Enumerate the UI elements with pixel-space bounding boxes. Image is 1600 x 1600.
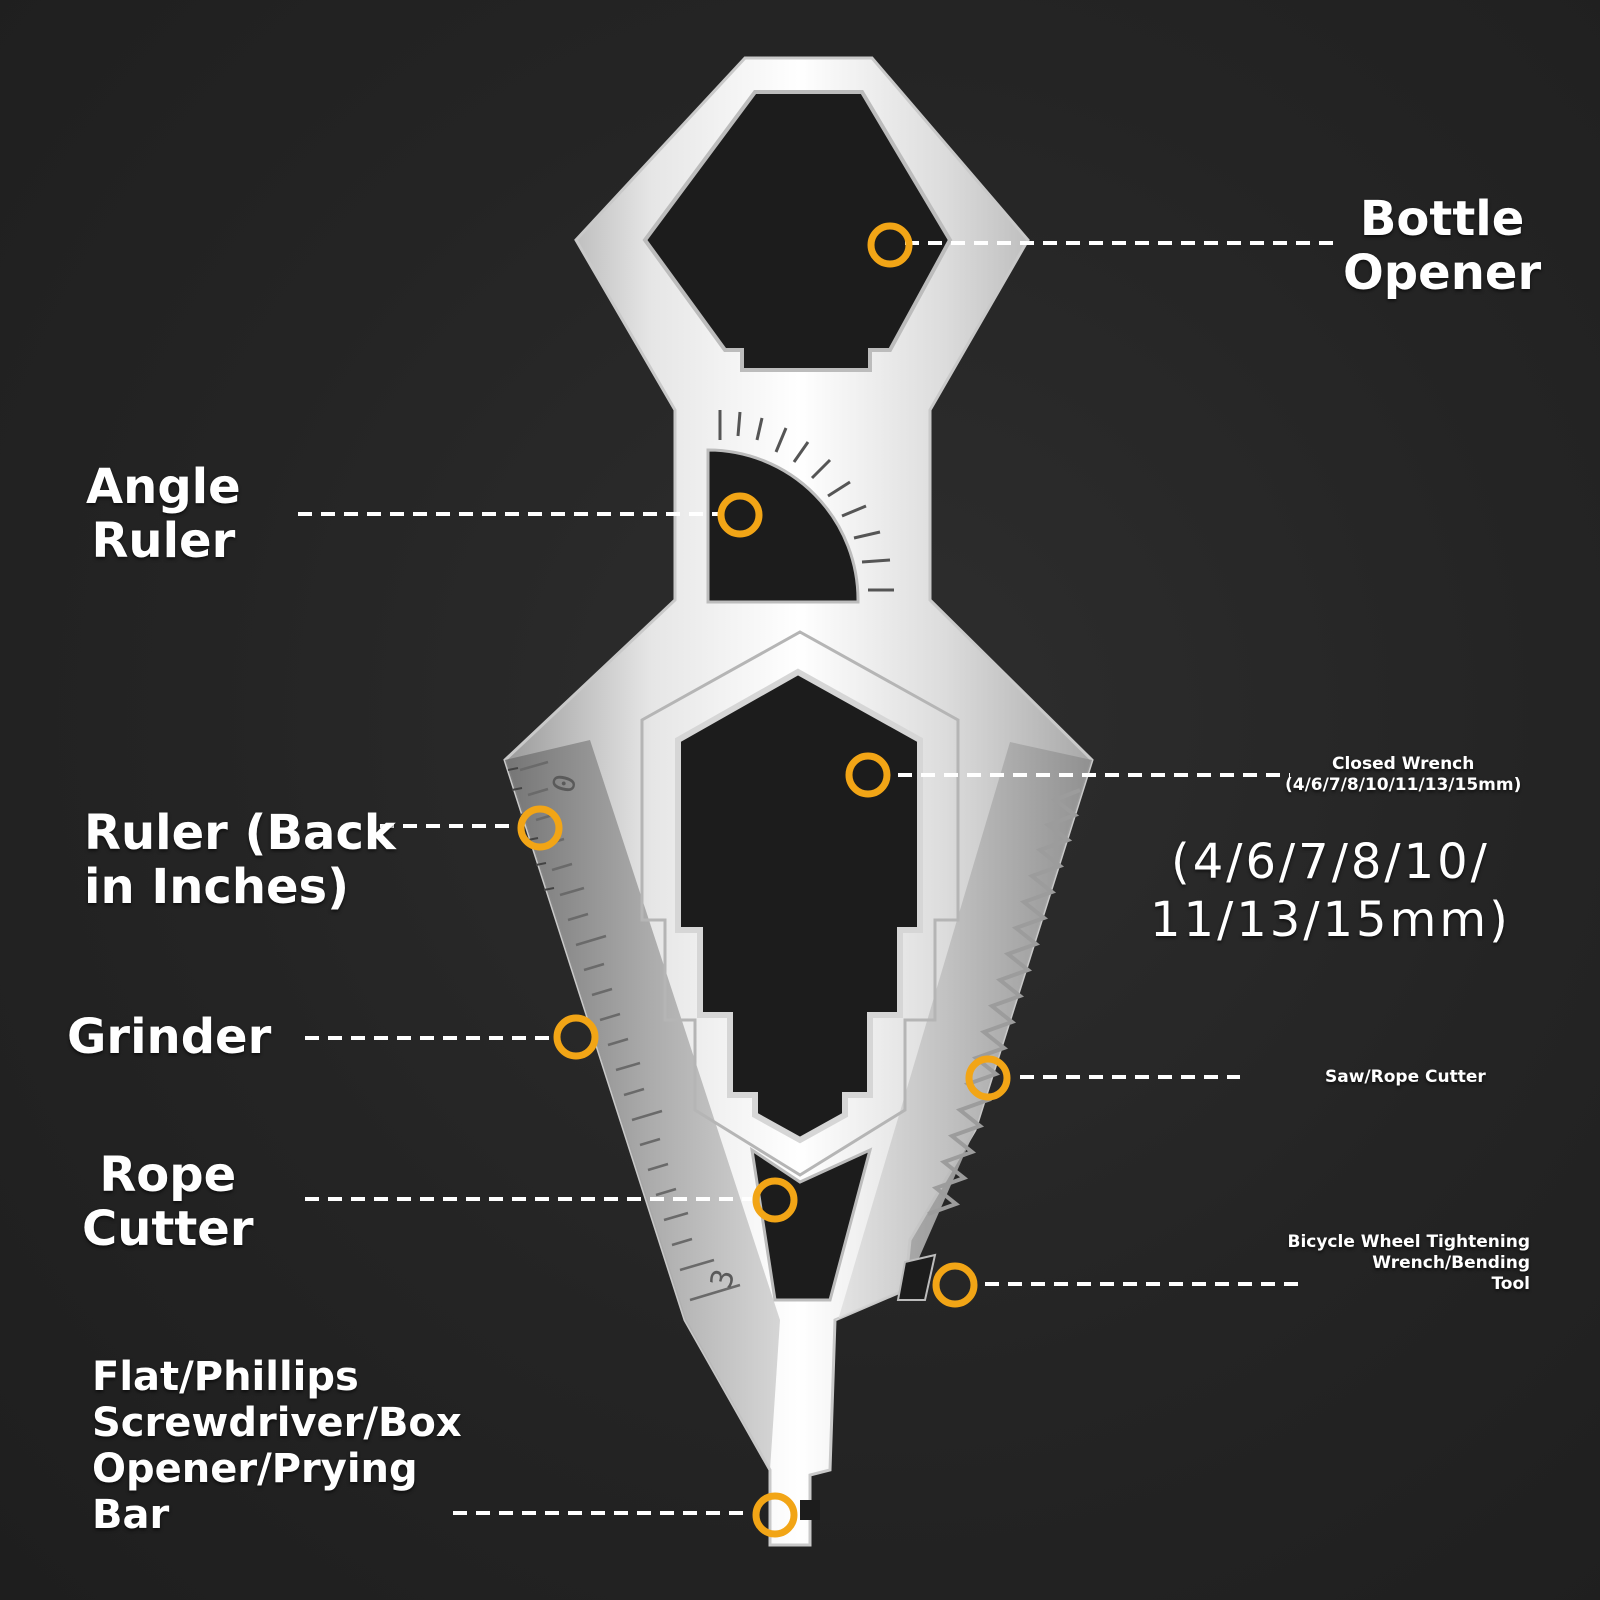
left-blade-bevel xyxy=(505,740,780,1470)
angle-ruler-ticks xyxy=(718,410,894,592)
label-bottle-opener: Bottle Opener xyxy=(1343,191,1542,301)
marker-saw xyxy=(965,1055,1011,1101)
closed-wrench-frame xyxy=(640,630,960,1177)
label-saw-rope-cutter: Saw/Rope Cutter xyxy=(1325,1067,1486,1087)
label-angle-ruler: Angle Ruler xyxy=(86,459,241,569)
label-ruler: Ruler (Back in Inches) xyxy=(84,805,396,915)
marker-bottle-opener xyxy=(867,222,913,268)
marker-angle-ruler xyxy=(717,492,763,538)
marker-bicycle-wrench xyxy=(932,1262,978,1308)
marker-closed-wrench xyxy=(845,752,891,798)
marker-screwdriver xyxy=(752,1492,798,1538)
bottle-opener-hole xyxy=(642,90,953,372)
label-closed-wrench: Closed Wrench (4/6/7/8/10/11/13/15mm) xyxy=(1285,754,1522,795)
label-rope-cutter: Rope Cutter xyxy=(82,1147,254,1257)
right-blade-bevel xyxy=(835,742,1092,1320)
saw-teeth xyxy=(927,788,1081,1216)
rope-cutter-slot xyxy=(750,1146,873,1302)
bicycle-wrench-notch xyxy=(896,1253,937,1301)
marker-ruler xyxy=(517,805,563,851)
label-bicycle-wrench: Bicycle Wheel Tightening Wrench/Bending … xyxy=(1287,1232,1530,1294)
leader-lines xyxy=(298,241,1335,1515)
feature-markers xyxy=(517,222,1011,1538)
marker-grinder xyxy=(553,1014,599,1060)
label-screwdriver: Flat/Phillips Screwdriver/Box Opener/Pry… xyxy=(92,1354,462,1538)
angle-ruler-window xyxy=(706,448,860,604)
label-grinder: Grinder xyxy=(67,1009,272,1065)
screwdriver-notch xyxy=(800,1500,820,1520)
marker-rope-cutter xyxy=(752,1177,798,1223)
label-wrench-sizes: (4/6/7/8/10/ 11/13/15mm) xyxy=(1150,834,1511,948)
